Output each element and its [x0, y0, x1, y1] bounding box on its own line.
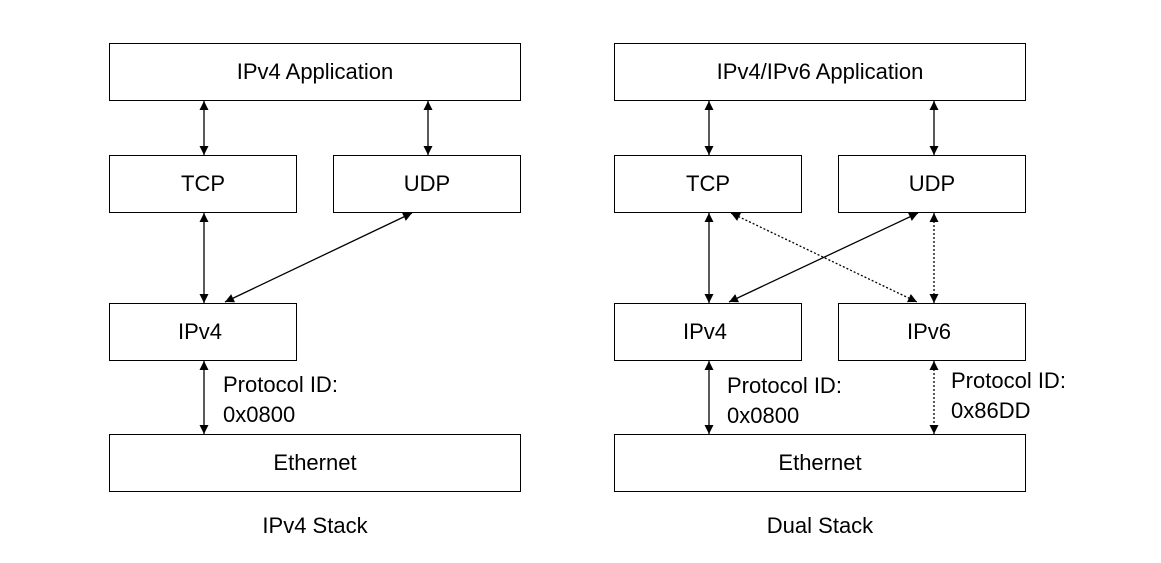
- dual-ipv4-protocol-title: Protocol ID:: [727, 373, 842, 398]
- dual-ipv4-protocol-value: 0x0800: [727, 403, 800, 428]
- dual-udp-label: UDP: [908, 171, 956, 196]
- dual-application-box: IPv4/IPv6 Application: [614, 43, 1026, 101]
- dual-ethernet-label: Ethernet: [778, 450, 862, 475]
- dual-ipv4-label: IPv4: [683, 319, 728, 344]
- dual-ipv6-protocol-value: 0x86DD: [951, 398, 1031, 423]
- protocol-id-title: Protocol ID:: [223, 372, 338, 397]
- ipv4-label: IPv4: [178, 319, 223, 344]
- ethernet-label: Ethernet: [273, 450, 357, 475]
- protocol-id-value: 0x0800: [223, 402, 296, 427]
- dual-stack-caption: Dual Stack: [766, 513, 874, 538]
- udp-label: UDP: [403, 171, 451, 196]
- dual-ipv4-protocol-id: Protocol ID: 0x0800: [727, 371, 842, 431]
- ipv4-box: IPv4: [109, 303, 297, 361]
- dual-tcp-label: TCP: [686, 171, 730, 196]
- dual-application-label: IPv4/IPv6 Application: [716, 59, 924, 84]
- ipv4-application-box: IPv4 Application: [109, 43, 521, 101]
- arrow-udp-ipv4: [224, 212, 413, 303]
- tcp-label: TCP: [181, 171, 225, 196]
- ipv4-application-label: IPv4 Application: [236, 59, 394, 84]
- dual-ipv6-box: IPv6: [838, 303, 1026, 361]
- protocol-id-label: Protocol ID: 0x0800: [223, 370, 338, 430]
- arrow-dual-udp-ipv4: [728, 212, 919, 303]
- dual-ethernet-box: Ethernet: [614, 434, 1026, 492]
- dual-udp-box: UDP: [838, 155, 1026, 213]
- udp-box: UDP: [333, 155, 521, 213]
- dual-ipv6-label: IPv6: [907, 319, 952, 344]
- dual-tcp-box: TCP: [614, 155, 802, 213]
- dual-ipv6-protocol-id: Protocol ID: 0x86DD: [951, 366, 1066, 426]
- dual-ipv6-protocol-title: Protocol ID:: [951, 368, 1066, 393]
- ipv4-stack-caption: IPv4 Stack: [262, 513, 368, 538]
- tcp-box: TCP: [109, 155, 297, 213]
- dual-ipv4-box: IPv4: [614, 303, 802, 361]
- ethernet-box: Ethernet: [109, 434, 521, 492]
